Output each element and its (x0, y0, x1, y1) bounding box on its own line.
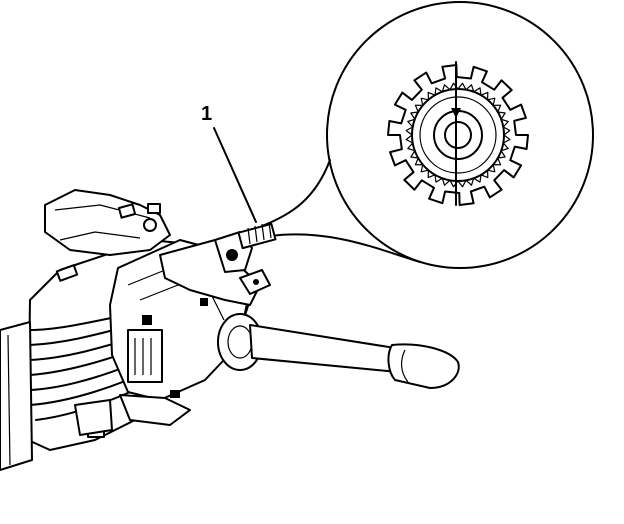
turn-signal-lever (217, 313, 460, 389)
toothed-wheel-detail (387, 61, 529, 206)
callout-1-leader (213, 127, 257, 223)
column-mount-bracket (239, 269, 271, 295)
detail-leader-lines (261, 159, 421, 263)
alignment-arrow-icon (451, 108, 461, 118)
steering-angle-sensor (214, 221, 277, 273)
detail-view-circle (326, 1, 594, 269)
callout-number-1: 1 (201, 103, 213, 125)
steering-column-assembly (0, 189, 261, 471)
